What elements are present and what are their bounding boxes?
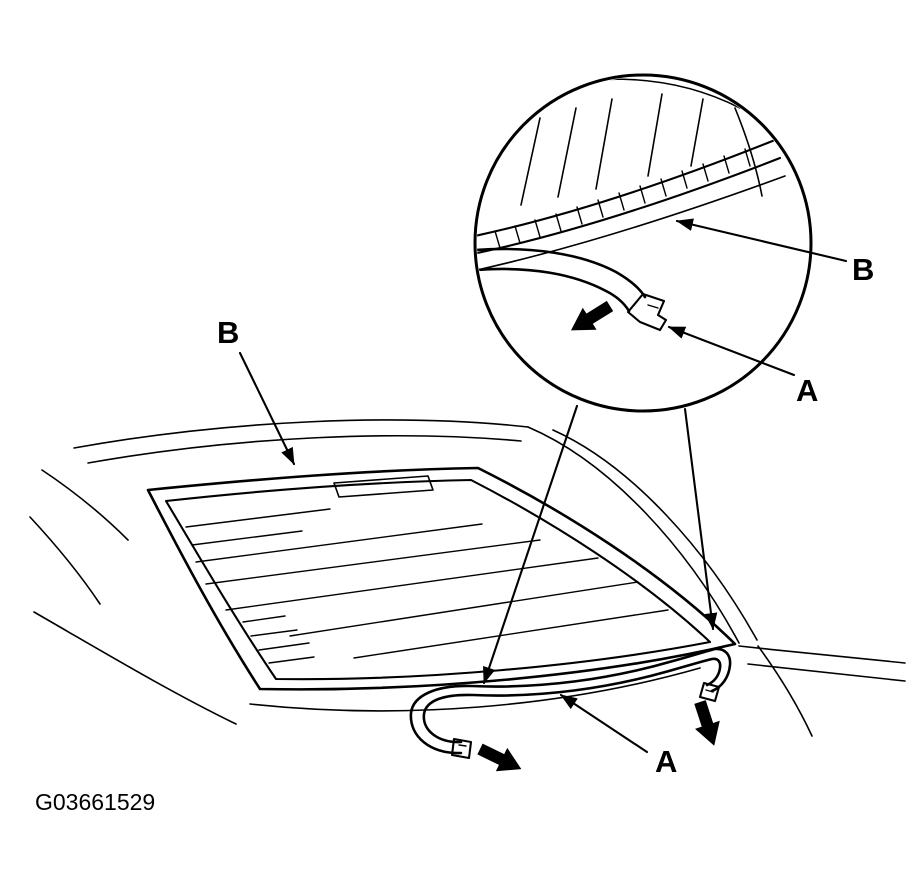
hatch-band-lower-edge xyxy=(477,156,782,257)
detail-to-main-leader-right xyxy=(683,407,718,631)
label-b-detail-leader xyxy=(675,218,848,263)
detail-hatch-band xyxy=(477,138,786,273)
a-pillar-lines xyxy=(527,426,758,644)
detail-molding-end-clip xyxy=(626,292,668,332)
hatch-band-upper-edge xyxy=(477,138,777,239)
label-a-main-leader xyxy=(559,693,649,754)
cowl-lines xyxy=(249,645,906,737)
label-b-detail: B xyxy=(852,252,874,287)
glass-edge-line xyxy=(477,175,786,273)
glass-reflection-dashes xyxy=(242,615,315,664)
callout-leaders xyxy=(238,218,848,754)
molding-inner-edge xyxy=(422,657,722,744)
molding-left-end-clip xyxy=(450,737,473,760)
detail-body-lines xyxy=(504,78,763,206)
hatch-ticks xyxy=(494,148,751,249)
windshield-inner-outline xyxy=(164,478,712,681)
main-view xyxy=(29,419,906,781)
labels: B A B A xyxy=(217,252,874,779)
detail-to-main-leader-left xyxy=(482,404,579,685)
detail-molding-inner-edge xyxy=(477,267,631,313)
figure-id: G03661529 xyxy=(35,789,155,815)
label-a-detail-leader xyxy=(667,325,796,377)
molding-left-clip-notch xyxy=(458,744,467,747)
windshield xyxy=(146,466,737,691)
main-molding xyxy=(409,647,732,760)
detail-molding xyxy=(477,247,668,332)
molding-right-end-clip xyxy=(698,681,721,703)
detail-view xyxy=(473,73,813,413)
label-a-detail: A xyxy=(796,373,818,408)
main-removal-direction-arrow-right-icon xyxy=(687,697,727,750)
mirror-mount-notch xyxy=(333,475,434,498)
main-removal-direction-arrow-left-icon xyxy=(474,737,528,781)
magnifier-circle xyxy=(473,73,813,413)
detail-clip-notch xyxy=(647,304,659,309)
label-a-main: A xyxy=(655,744,677,779)
label-b-main: B xyxy=(217,315,239,350)
left-fender-lines xyxy=(29,469,237,725)
roof-lines xyxy=(73,419,529,464)
detail-molding-outer-edge xyxy=(477,247,647,299)
windshield-outer-outline xyxy=(146,466,737,691)
molding-right-clip-notch xyxy=(705,689,714,693)
glass-reflection-lines xyxy=(185,508,669,659)
label-b-main-leader xyxy=(238,351,296,466)
molding-outer-edge xyxy=(409,647,732,755)
detail-removal-direction-arrow-icon xyxy=(564,294,617,342)
